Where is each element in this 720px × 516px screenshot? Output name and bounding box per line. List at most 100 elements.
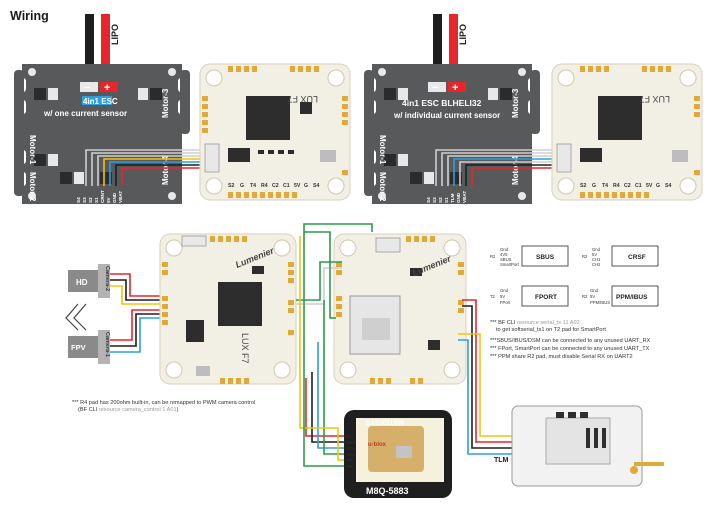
usb-port <box>320 150 336 162</box>
note-r4-suffix: ) <box>177 407 179 413</box>
receiver-name: FPORT <box>535 294 557 301</box>
esc-pin-label: S2 <box>88 197 93 203</box>
esc-pin-label: VBAT <box>462 191 467 203</box>
fc-name: LUX F7 <box>240 333 250 364</box>
camera-wires <box>110 273 168 353</box>
esc-pin-label: S4 <box>76 197 81 203</box>
mcu-chip <box>246 96 290 140</box>
gps-pin-label: TX <box>346 458 352 463</box>
fc-pad-label: T4 <box>250 183 256 189</box>
battery-lead-black <box>85 14 94 84</box>
vtx-wires <box>458 299 512 455</box>
receiver-ppm-ibus: PPM/IBUS Gnd 5V PPM/IBUS R2 <box>582 285 659 307</box>
esc-pin-label: VBAT <box>118 191 123 203</box>
esc-motor-1-label: Motor-1 <box>378 135 387 165</box>
gps-pin-label: GND <box>346 440 356 445</box>
esc-pin-label: S3 <box>432 197 437 203</box>
battery-label: LIPO <box>458 24 468 45</box>
esc-motor-2-label: Motor-2 <box>28 172 37 202</box>
esc-motor-2-label: Motor-2 <box>378 172 387 202</box>
receiver-name: CRSF <box>628 254 646 261</box>
esc-pin-label: S4 <box>426 197 431 203</box>
fc-pad-label: S4 <box>665 183 671 189</box>
esc-description: w/ individual current sensor <box>393 111 500 120</box>
fc-pad-label: C2 <box>272 183 279 189</box>
receiver-name: SBUS <box>536 254 555 261</box>
fc-pad-label: C2 <box>624 183 631 189</box>
note-smartport: *** BF CLI resource serial_tx 11 A02 <box>490 320 580 326</box>
receiver-crsf: CRSF Gnd 5V CH1 CH2 R2 <box>582 245 659 267</box>
fc-interconnect-wires <box>296 261 342 305</box>
esc-name: 4in1 ESC BLHELI32 <box>402 98 482 108</box>
receiver-pin: CH2 <box>592 262 601 267</box>
receiver-pin: FPort <box>500 300 511 305</box>
esc-motor-3-label: Motor-3 <box>511 88 520 118</box>
receiver-pin: PPM/IBUS <box>590 300 610 305</box>
esc-left-wires <box>85 149 200 186</box>
receiver-pin: CH1 <box>592 257 601 262</box>
fc-pad-label: R4 <box>261 183 268 189</box>
receiver-pin: 4V5 <box>500 252 508 257</box>
fc-pad-label: 5V <box>294 183 301 189</box>
battery-minus-sign: − <box>84 82 90 94</box>
esc-motor-4-label: Motor-4 <box>161 155 170 185</box>
battery-label: LIPO <box>110 24 120 45</box>
receiver-sbus: SBUS Gnd 4V5 SBUS SmartPort R2 <box>490 245 569 267</box>
receiver-pin: SBUS <box>500 257 512 262</box>
receiver-fport: FPORT Gnd 5V FPort T2 <box>490 285 569 307</box>
flight-controller-1: LUX F7 S2 G T4 R4 C2 C1 5V G S4 <box>199 63 351 201</box>
note-r4: *** R4 pad has 200ohm built-in, can be r… <box>72 400 255 406</box>
gps-model: M8Q-5883 <box>366 486 409 496</box>
receiver-pad: R2 <box>490 254 496 259</box>
fc-pad-label: S4 <box>313 183 319 189</box>
esc-right: LIPO − + 4in1 ESC BLHELI32 w/ individual… <box>360 14 544 204</box>
note-r4-prefix: (BF CLI <box>78 407 98 413</box>
receiver-pin: 5V <box>592 252 597 257</box>
fc-pad-label: G <box>304 183 308 189</box>
battery-plus-sign: + <box>452 82 458 94</box>
diagram-title: Wiring <box>10 9 49 23</box>
battery-lead-red <box>101 14 110 84</box>
esc-right-wires <box>435 149 552 186</box>
camera-view-lines <box>65 303 87 331</box>
esc-pin-label: S2 <box>438 197 443 203</box>
fc-pad-label: T4 <box>602 183 608 189</box>
gps-module: u-blox MATEKSYS M8Q-5883 5V GND SCL SDA … <box>344 410 452 498</box>
fc-pad-label: R4 <box>613 183 620 189</box>
receiver-pin: Gnd <box>500 288 509 293</box>
note-fport: *** FPort, SmartPort can be connected to… <box>490 346 650 352</box>
esc-motor-3-label: Motor-3 <box>161 88 170 118</box>
receiver-pad: R2 <box>582 294 588 299</box>
esc-left: LIPO − + 4in1 ESC w/ one current <box>10 14 194 204</box>
flight-controller-3: Lumenier LUX F7 <box>159 233 297 385</box>
esc-pin-label: GND <box>112 192 117 203</box>
fc-pad-label: S2 <box>228 183 234 189</box>
esc-pin-label: S1 <box>444 197 449 203</box>
gps-pin-label: SCL <box>346 446 355 451</box>
battery-minus-sign: − <box>432 82 438 94</box>
note-r4-command: resource camera_control 1 A01 <box>97 407 176 413</box>
note-smartport-2: to get softserial_tx1 on T2 pad for Smar… <box>496 327 606 333</box>
fc-pad-label: S2 <box>580 183 586 189</box>
fc-name: LUX F7 <box>287 94 318 104</box>
gps-chip-label: u-blox <box>368 442 387 448</box>
battery-plus-sign: + <box>104 82 110 94</box>
fc-pad-label: G <box>592 183 596 189</box>
esc-connector <box>204 143 220 173</box>
esc-pin-label: S3 <box>82 197 87 203</box>
fc-pad-label: C1 <box>635 183 642 189</box>
camera-fpv: FPV Camera-1 <box>68 330 110 364</box>
receiver-name: PPM/IBUS <box>616 294 648 301</box>
receiver-pad: R2 <box>582 254 588 259</box>
video-transmitter: TLM <box>494 405 664 487</box>
esc-motor-4-label: Motor-4 <box>511 155 520 185</box>
gps-wires <box>299 223 373 467</box>
camera-label: Camera-1 <box>104 332 110 357</box>
esc-name: 4in1 ESC <box>83 97 118 106</box>
note-ppm: *** PPM share R2 pad, must disable Seria… <box>490 354 633 360</box>
esc-motor-1-label: Motor-1 <box>28 135 37 165</box>
receiver-pin: 5V <box>500 294 505 299</box>
receiver-pin: 5V <box>590 294 595 299</box>
esc-pin-label: 5V <box>106 196 111 203</box>
